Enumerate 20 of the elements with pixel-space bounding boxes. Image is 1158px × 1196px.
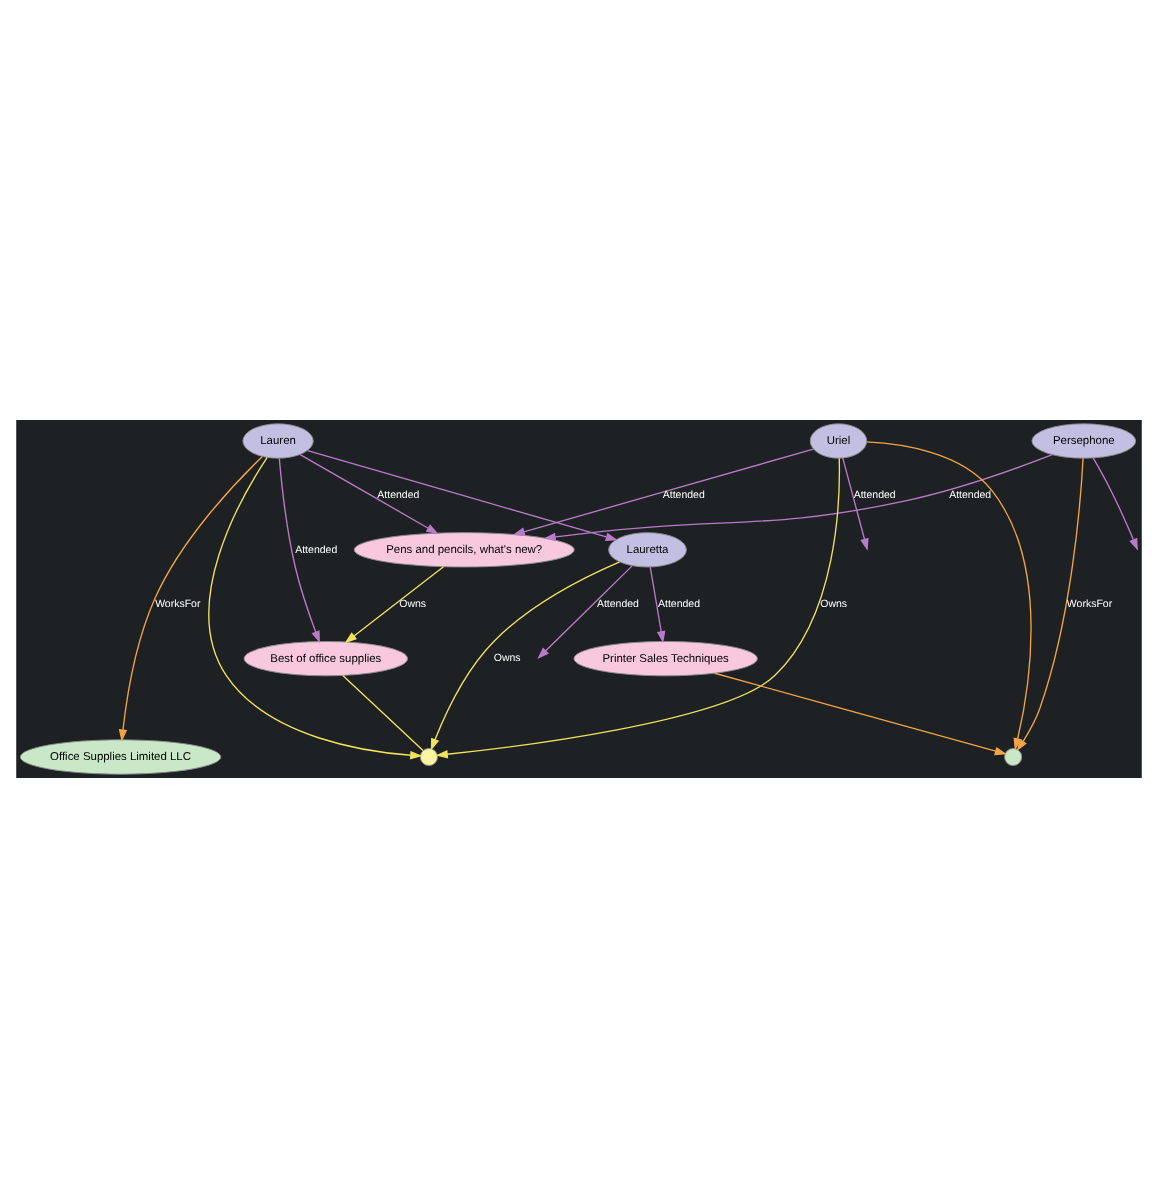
arrow <box>278 456 320 643</box>
arrow <box>307 448 618 541</box>
node-circle <box>1004 746 1023 766</box>
arrow <box>714 671 1007 755</box>
arrow <box>649 565 666 643</box>
arrow <box>344 565 445 643</box>
arrow <box>512 447 814 535</box>
connector <box>342 673 424 751</box>
node-circle <box>419 746 438 766</box>
arrow <box>842 456 869 550</box>
arrow <box>118 455 263 741</box>
arrow <box>299 452 439 534</box>
arrow <box>208 455 423 759</box>
arrow <box>435 456 841 758</box>
arrow <box>1092 456 1138 550</box>
arrow <box>430 560 621 750</box>
arrow <box>1016 456 1084 751</box>
arrow <box>537 564 633 659</box>
arrow <box>866 440 1032 750</box>
arrow <box>543 453 1053 541</box>
